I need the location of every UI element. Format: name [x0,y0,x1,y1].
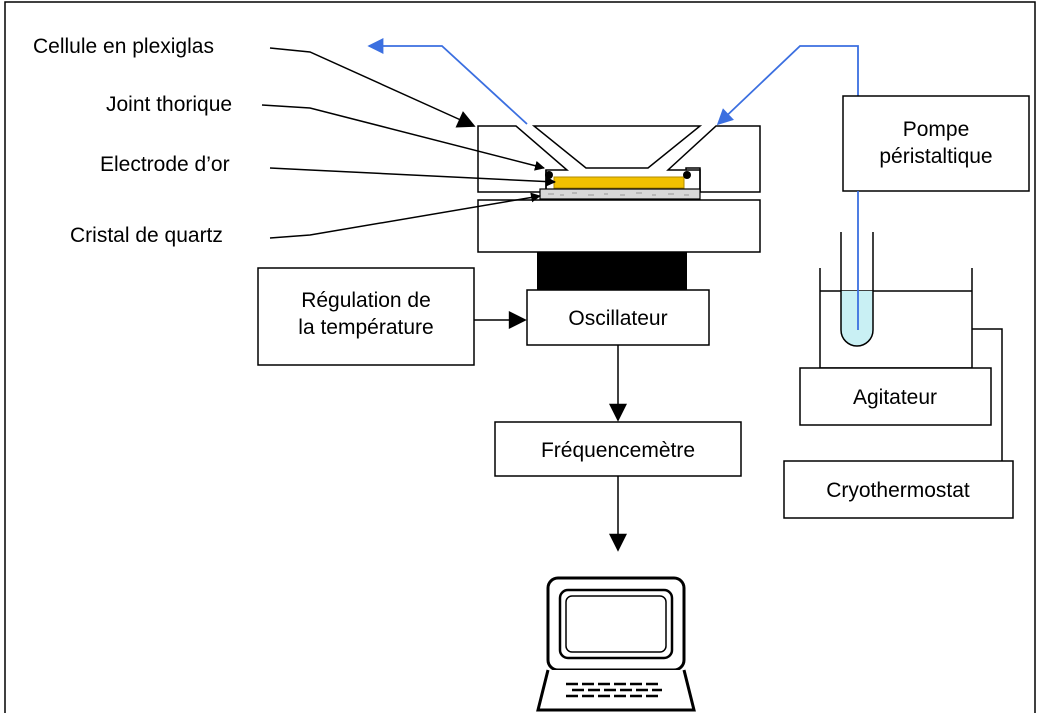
computer-icon [536,576,696,712]
regulation-label-line1: Régulation de [301,289,431,312]
o-ring-right [683,171,691,179]
quartz-crystal [539,188,701,200]
regulation-label-line2: la température [298,316,433,339]
label-joint: Joint thorique [106,93,232,116]
label-cristal: Cristal de quartz [70,224,223,247]
pompe-box [842,95,1030,192]
pompe-label-line1: Pompe [903,118,970,141]
figure-frame [4,1,1036,713]
leader-electrode [269,167,556,187]
gold-electrode [553,176,685,189]
leader-cristal [269,192,541,239]
agitateur-box [799,367,992,426]
oscillateur-label: Oscillateur [568,307,667,330]
cryothermostat-label: Cryothermostat [826,479,970,502]
frequencemetre-box [494,421,742,477]
test-tube-liquid [841,291,873,346]
agitateur-label: Agitateur [853,386,937,409]
leader-cellule [269,47,476,128]
regulation-box [257,267,475,366]
pompe-label-line2: péristaltique [879,145,992,168]
cell-lower-block [477,199,761,253]
cryothermostat-box [783,460,1014,519]
flow-out-arrow [367,38,528,125]
leader-joint [261,104,545,171]
flow-in-arrow [716,45,859,126]
test-tube [840,232,874,347]
o-ring-left [545,171,553,179]
label-electrode: Electrode d’or [100,153,230,176]
cell-funnel [531,125,703,169]
label-cellule: Cellule en plexiglas [33,35,214,58]
plexiglas-cell [477,125,761,253]
frequencemetre-label: Fréquencemètre [541,439,695,462]
cell-upper-block [477,125,761,193]
oscillateur-box [526,289,710,346]
crystal-holder [537,252,687,290]
